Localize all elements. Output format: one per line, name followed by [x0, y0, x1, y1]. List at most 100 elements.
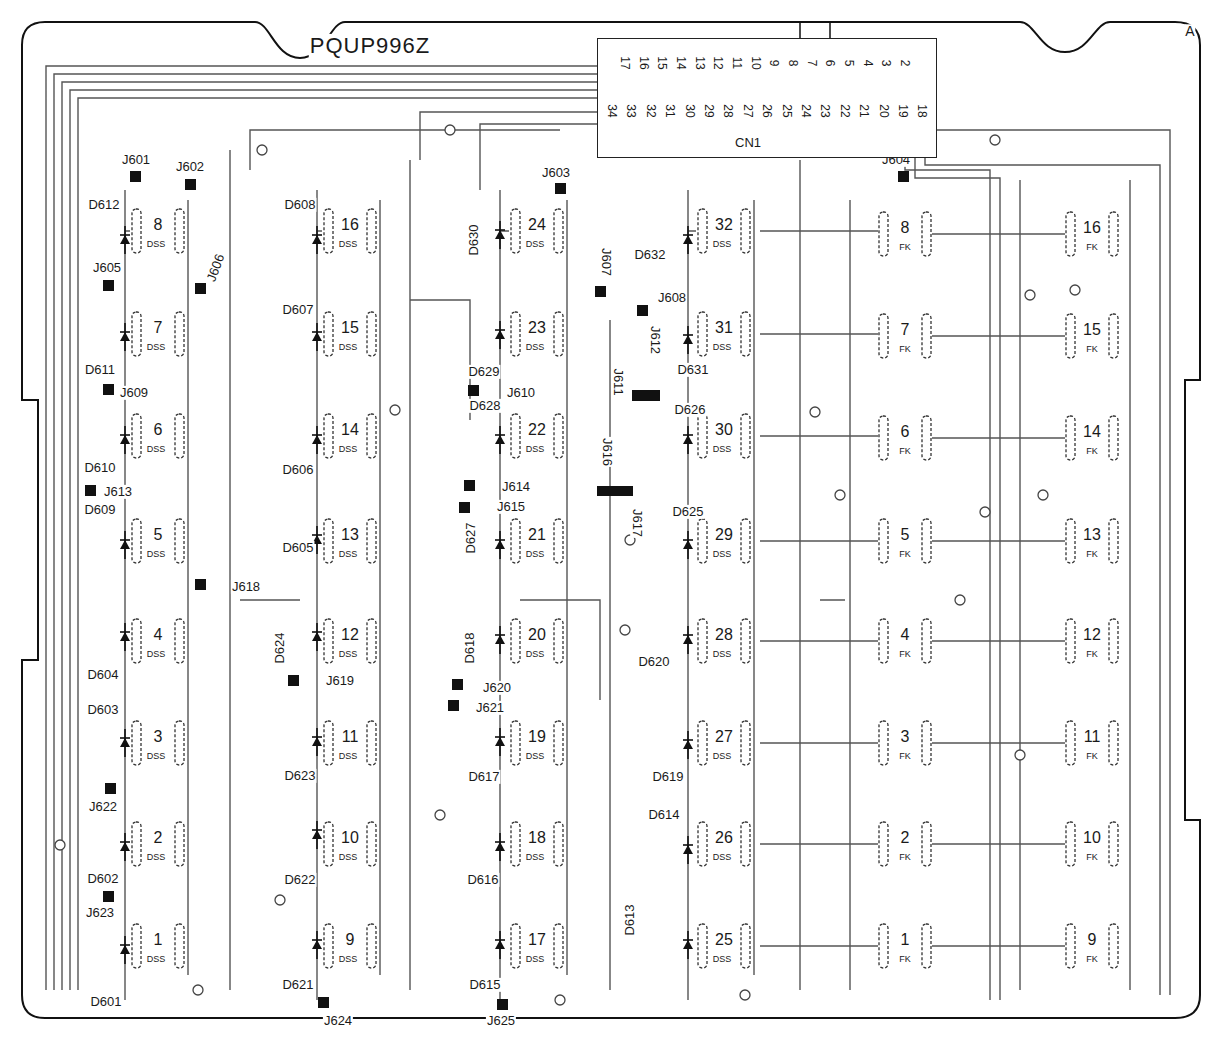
pin-number: 32 [643, 104, 656, 117]
switch-number: 27 [714, 728, 734, 746]
diode-label: D619 [651, 770, 684, 784]
switch-number: 9 [345, 931, 356, 949]
diode-label: D606 [281, 463, 314, 477]
switch-number: 14 [1082, 423, 1102, 441]
switch-type: DSS [338, 445, 359, 455]
switch-number: 3 [900, 728, 911, 746]
diode-label: D626 [673, 403, 706, 417]
pin-number: 29 [701, 104, 714, 117]
pin-number: 13 [692, 56, 705, 69]
jumper-label: J602 [175, 160, 205, 174]
pin-number: 33 [624, 104, 637, 117]
diode-label: D624 [273, 631, 287, 664]
switch-number: 5 [900, 526, 911, 544]
switch-type: DSS [525, 853, 546, 863]
switch-type: FK [1085, 752, 1099, 762]
diode-label: D630 [467, 223, 481, 256]
switch-type: DSS [712, 445, 733, 455]
diode-label: D614 [647, 808, 680, 822]
switch-type: FK [898, 345, 912, 355]
diode-label: D615 [468, 978, 501, 992]
diode-label: D605 [281, 541, 314, 555]
jumper-label: J609 [119, 386, 149, 400]
diode-label: D616 [466, 873, 499, 887]
switch-number: 10 [1082, 829, 1102, 847]
board-code: PQUP996Z [309, 34, 432, 58]
switch-number: 8 [153, 216, 164, 234]
jumper-label: J616 [600, 437, 614, 467]
jumper-label: J610 [506, 386, 536, 400]
jumper-label: J601 [121, 153, 151, 167]
pin-number: 34 [604, 104, 617, 117]
connector-box: 1716151413121110987654323433323130292827… [597, 38, 937, 158]
switch-number: 24 [527, 216, 547, 234]
diode-label: D610 [83, 461, 116, 475]
diode-label: D608 [283, 198, 316, 212]
switch-type: FK [1085, 345, 1099, 355]
corner-mark: A [1184, 24, 1195, 39]
pin-number: 18 [915, 104, 928, 117]
jumper-label: J621 [475, 701, 505, 715]
connector-name: CN1 [735, 136, 761, 150]
jumper-label: J605 [92, 261, 122, 275]
pin-number: 20 [876, 104, 889, 117]
switch-number: 31 [714, 319, 734, 337]
switch-type: FK [1085, 853, 1099, 863]
switch-type: DSS [525, 752, 546, 762]
switch-number: 4 [900, 626, 911, 644]
switch-number: 12 [1082, 626, 1102, 644]
switch-type: DSS [525, 240, 546, 250]
jumper-label: J622 [88, 800, 118, 814]
switch-type: DSS [338, 955, 359, 965]
pin-number: 9 [767, 60, 780, 67]
switch-type: DSS [338, 752, 359, 762]
switch-type: DSS [525, 550, 546, 560]
switch-type: DSS [338, 343, 359, 353]
pin-number: 21 [857, 104, 870, 117]
switch-number: 11 [341, 728, 360, 746]
switch-number: 10 [340, 829, 360, 847]
switch-type: FK [1085, 955, 1099, 965]
pin-number: 12 [711, 56, 724, 69]
switch-type: DSS [712, 955, 733, 965]
jumper-label: J618 [231, 580, 261, 594]
diode-label: D601 [89, 995, 122, 1009]
pin-number: 3 [879, 60, 892, 67]
diode-label: D631 [676, 363, 709, 377]
switch-number: 6 [153, 421, 164, 439]
switch-number: 16 [1082, 219, 1102, 237]
switch-number: 12 [340, 626, 360, 644]
pin-number: 15 [655, 56, 668, 69]
pin-number: 25 [779, 104, 792, 117]
diode-label: D620 [637, 655, 670, 669]
jumper-label: J606 [204, 251, 228, 284]
copper-traces [46, 66, 1170, 1000]
switch-number: 20 [527, 626, 547, 644]
switch-number: 16 [340, 216, 360, 234]
switch-number: 13 [340, 526, 360, 544]
switch-number: 11 [1083, 728, 1102, 746]
switch-type: DSS [712, 853, 733, 863]
diode-label: D612 [87, 198, 120, 212]
switch-type: FK [1085, 550, 1099, 560]
pin-number: 28 [721, 104, 734, 117]
diode-label: D611 [84, 363, 116, 377]
switch-type: DSS [338, 650, 359, 660]
switch-type: FK [898, 243, 912, 253]
switch-type: DSS [712, 650, 733, 660]
switch-type: DSS [525, 343, 546, 353]
switch-type: DSS [146, 650, 167, 660]
diode-label: D627 [464, 521, 478, 554]
pin-number: 6 [823, 60, 836, 67]
pin-number: 30 [682, 104, 695, 117]
switch-type: FK [898, 853, 912, 863]
switch-number: 28 [714, 626, 734, 644]
switch-number: 4 [153, 626, 164, 644]
switch-type: DSS [146, 445, 167, 455]
switch-number: 14 [340, 421, 360, 439]
switch-number: 19 [527, 728, 547, 746]
connector-tab [800, 22, 830, 39]
diode-label: D603 [86, 703, 119, 717]
jumper-label: J603 [541, 166, 571, 180]
